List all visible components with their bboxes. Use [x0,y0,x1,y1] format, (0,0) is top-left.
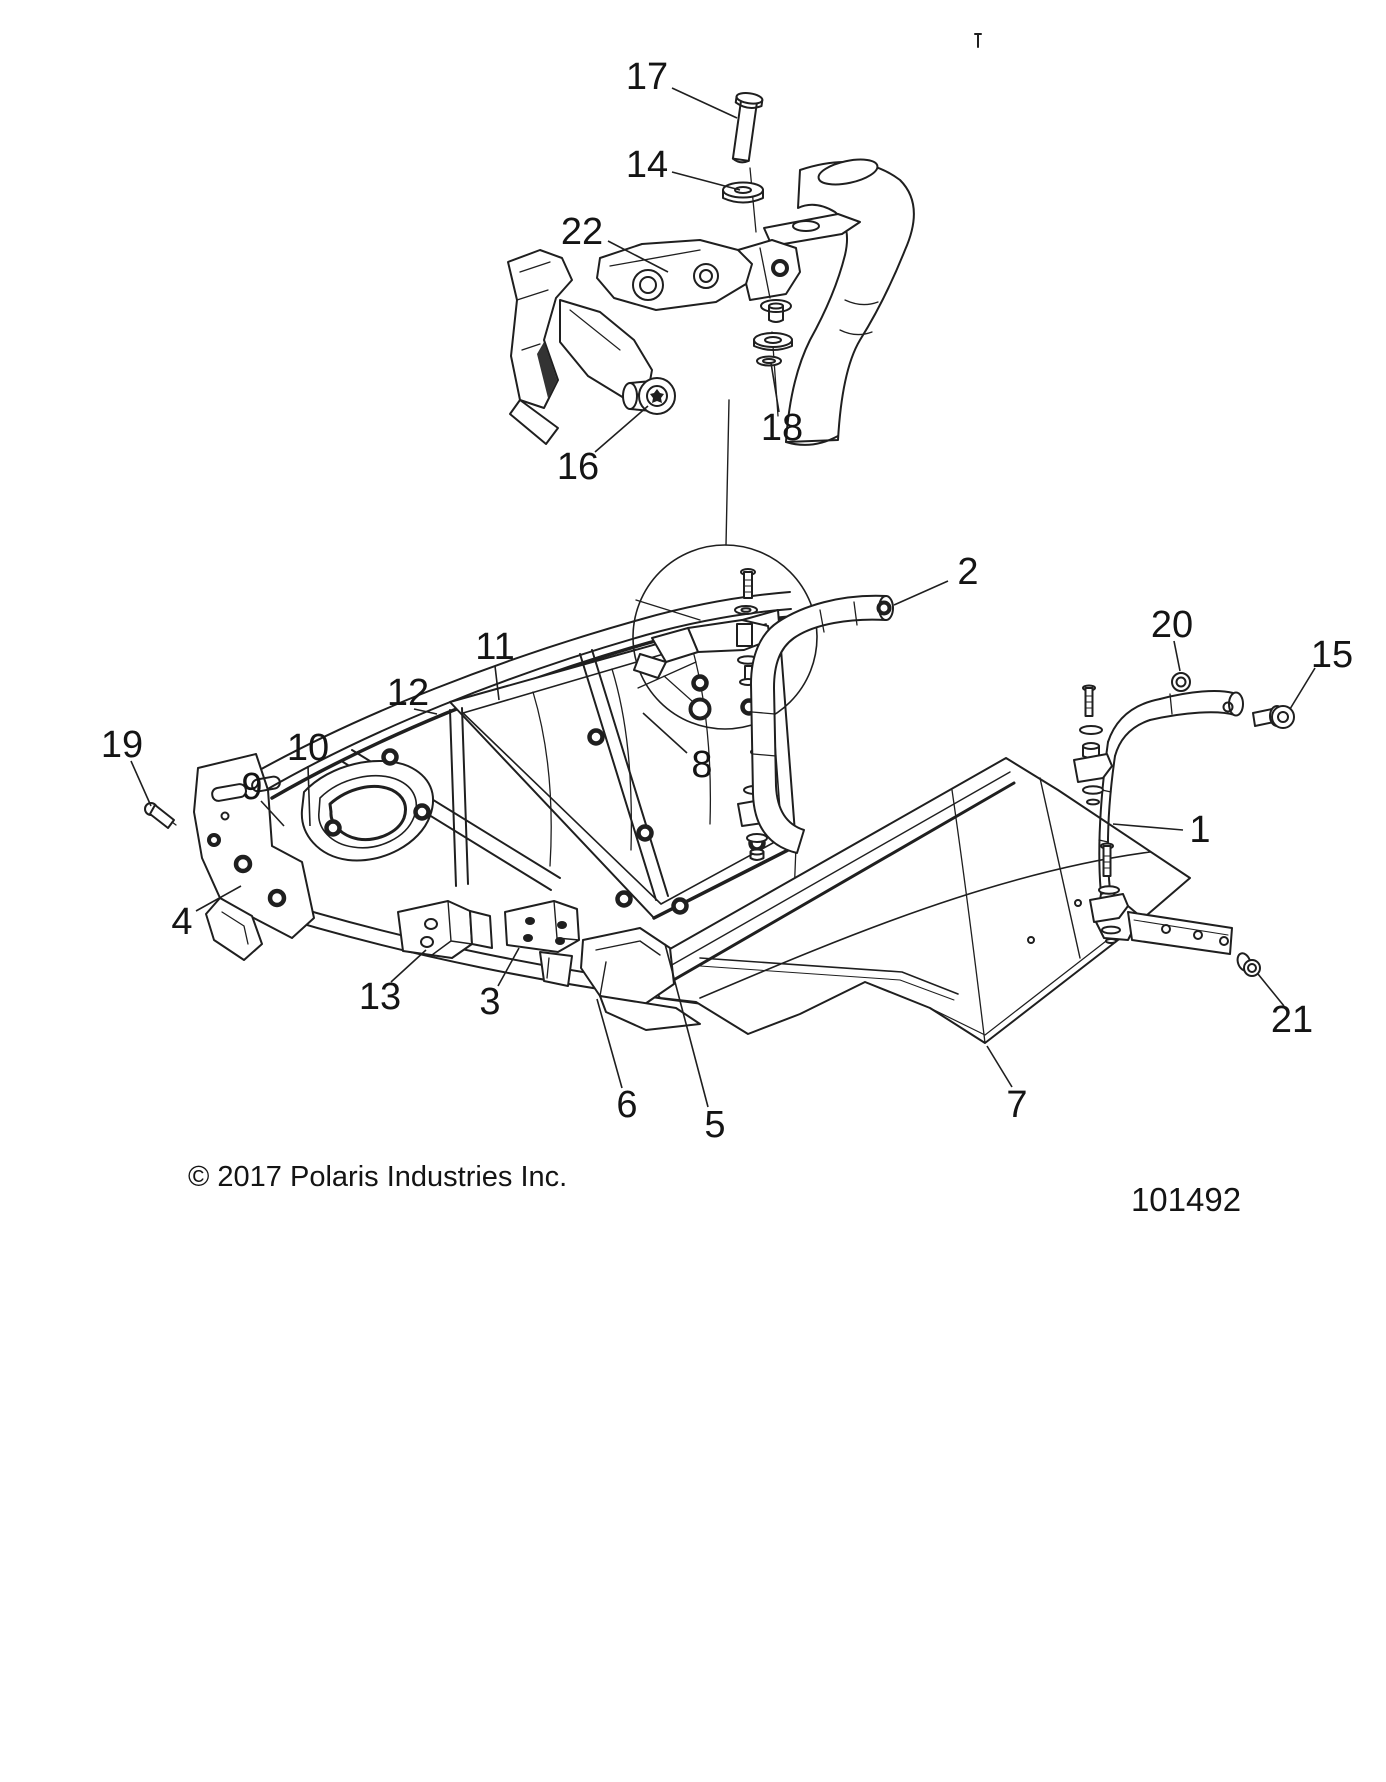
bolt-15-drawing [1252,705,1295,729]
callout-6-label: 6 [616,1084,637,1126]
callout-11-leader [494,665,500,701]
callout-2-label: 2 [957,551,978,593]
upper-pillar-tube-drawing [785,158,915,446]
callout-8-label: 8 [691,744,712,786]
callout-10-leader [307,765,311,827]
callout-17-leader [671,87,738,119]
hinge-bracket-13-drawing [397,900,493,959]
callout-20-label: 20 [1151,604,1193,646]
latch-arm-drawing [559,299,653,399]
door-panel-drawing [639,757,1191,1044]
callout-19-label: 19 [101,724,143,766]
callout-14-label: 14 [626,144,668,186]
callout-21-leader [1257,973,1285,1007]
callout-13-leader [390,949,427,983]
callout-16-leader [594,405,649,453]
callout-12-leader [413,708,438,715]
callout-1-label: 1 [1189,809,1210,851]
callout-10-label: 10 [287,727,329,769]
washer-14-drawing [722,181,764,204]
callout-7-label: 7 [1006,1084,1027,1126]
torx-screw-16-drawing [622,377,676,415]
callout-9-leader [260,800,285,827]
callout-13-label: 13 [359,976,401,1018]
callout-17-label: 17 [626,56,668,98]
callout-5-leader [664,943,709,1108]
figure-number-text: 101492 [1131,1181,1241,1218]
callout-5-label: 5 [704,1104,725,1146]
callout-18-label: 18 [761,407,803,449]
door-frame-drawing [193,591,798,1015]
copyright-text: © 2017 Polaris Industries Inc. [188,1161,567,1193]
callout-4-label: 4 [171,901,192,943]
callout-21-label: 21 [1271,999,1313,1041]
front-pillar-bracket-drawing [507,249,573,445]
callout-22-leader [607,240,669,273]
hinge-bracket-22-drawing [596,213,861,311]
detail-reference-line [725,399,730,546]
callout-16-label: 16 [557,446,599,488]
callout-14-leader [671,171,741,191]
nut-20-drawing [1171,672,1191,692]
callout-18-leader [770,362,780,413]
callout-19-leader [130,760,152,807]
detail-circle [632,544,818,730]
callout-22-label: 22 [561,211,603,253]
callout-3-leader [497,947,520,987]
callout-15-label: 15 [1311,634,1353,676]
callout-4-leader [195,885,242,912]
callout-8-leader [642,712,688,754]
callout-20-leader [1173,640,1181,672]
stray-mark [974,33,982,48]
door-hinge-cup-drawing [580,927,701,1031]
callout-3-label: 3 [479,981,500,1023]
callout-12-label: 12 [387,672,429,714]
callout-15-leader [1289,667,1316,710]
door-pillar-tube-2-drawing [750,594,894,854]
callout-11-label: 11 [475,626,514,668]
callout-2-leader [893,580,949,606]
tube-1-fastener-stack-drawing [1073,684,1129,944]
screw-19-drawing [144,802,177,829]
bushing-21-drawing [1236,952,1261,977]
clevis-pin-17-drawing [731,92,764,164]
callout-9-label: 9 [241,766,262,808]
callout-1-leader [1112,823,1184,831]
callout-6-leader [596,998,623,1089]
callout-7-leader [986,1045,1013,1088]
hinge-bracket-3-drawing [504,900,580,987]
washer-stack-18-drawing [753,299,793,367]
